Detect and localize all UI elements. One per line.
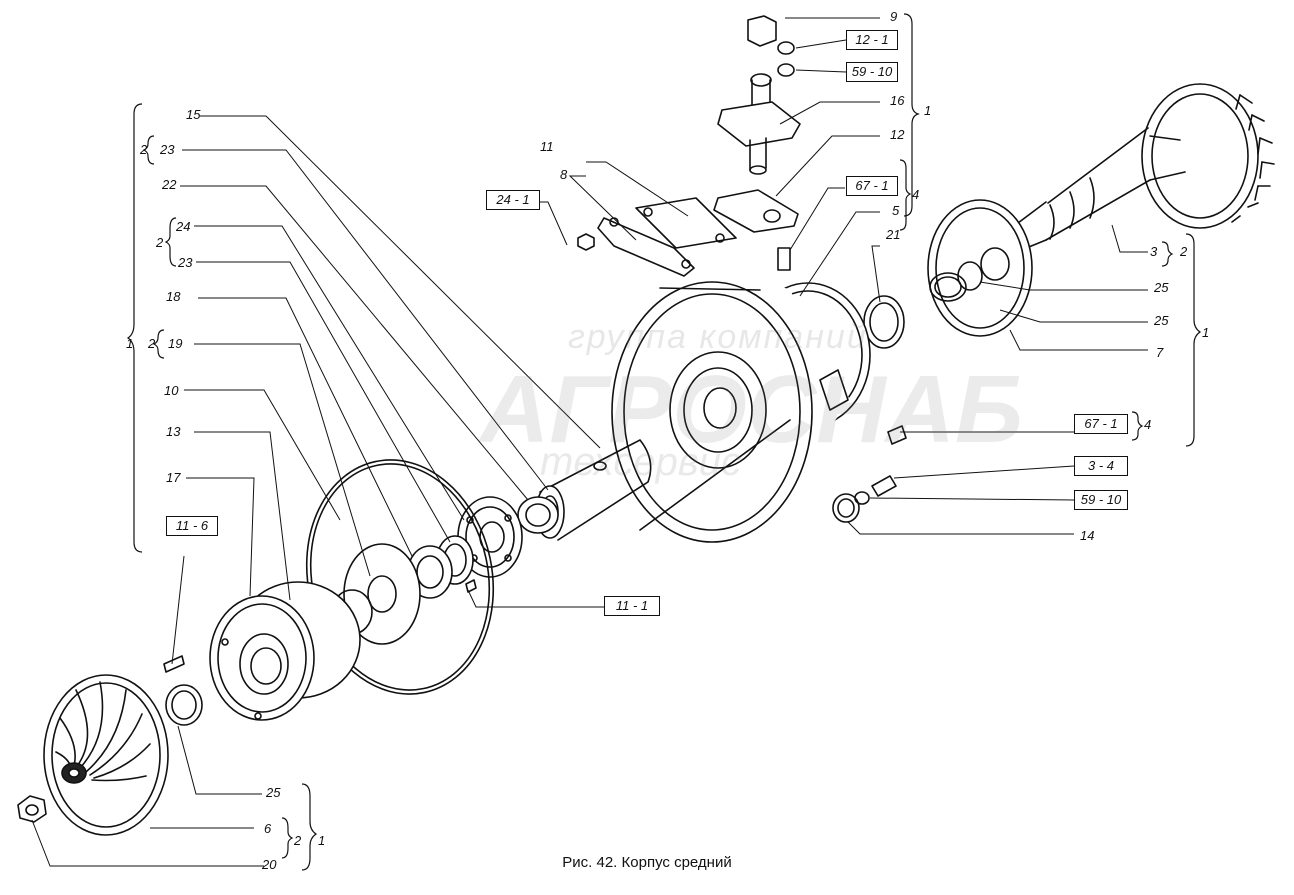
brace-4-right — [1131, 411, 1144, 441]
label-10: 10 — [164, 383, 179, 398]
brace-1-left — [126, 103, 143, 553]
label-5: 5 — [892, 203, 900, 218]
label-23b: 23 — [178, 255, 193, 270]
label-23a: 23 — [160, 142, 175, 157]
brace-2-bottom — [281, 817, 294, 859]
middle-housing — [611, 277, 871, 543]
brace-2-24 — [164, 217, 177, 267]
ref-box-67-1-right: 67 - 1 — [1074, 414, 1128, 434]
nut-24-1 — [577, 233, 595, 251]
stud-67-1-right — [887, 425, 907, 445]
label-12: 12 — [890, 127, 905, 142]
ring-14 — [832, 493, 860, 523]
ring-25-bottom — [165, 684, 203, 726]
brace-1-bottom — [301, 783, 318, 871]
label-1-bottom: 1 — [318, 833, 326, 848]
oil-fitting — [717, 15, 801, 175]
label-3: 3 — [1150, 244, 1158, 259]
compressor-cover — [209, 581, 361, 721]
stud-67-1 — [777, 247, 791, 271]
label-14: 14 — [1080, 528, 1095, 543]
ring-22 — [517, 496, 559, 534]
label-6: 6 — [264, 821, 272, 836]
label-2-19: 2 — [148, 336, 156, 351]
label-25a: 25 — [1154, 280, 1169, 295]
bolt-small — [163, 655, 185, 673]
label-7: 7 — [1156, 345, 1164, 360]
label-18: 18 — [166, 289, 181, 304]
label-1-left: 1 — [126, 336, 134, 351]
watermark-line1: группа компаний — [568, 318, 868, 356]
ref-box-12-1: 12 - 1 — [846, 30, 898, 50]
label-24: 24 — [176, 219, 191, 234]
ref-box-67-1-top: 67 - 1 — [846, 176, 898, 196]
label-4-right: 4 — [1144, 417, 1152, 432]
watermark-line3: техсервис — [540, 440, 741, 484]
compressor-wheel — [43, 674, 169, 836]
label-25b: 25 — [1154, 313, 1169, 328]
label-2-bottom: 2 — [294, 833, 302, 848]
label-11: 11 — [540, 139, 554, 154]
bolt-3-4 — [871, 475, 897, 497]
ring-21 — [863, 295, 905, 349]
label-1-top: 1 — [924, 103, 932, 118]
label-2-24: 2 — [156, 235, 164, 250]
bush-19 — [331, 543, 421, 645]
ref-box-11-6: 11 - 6 — [166, 516, 218, 536]
turbine-wheel-shaft — [985, 83, 1275, 265]
gasket-12 — [713, 189, 799, 233]
ref-box-59-10-right: 59 - 10 — [1074, 490, 1128, 510]
label-2-23: 2 — [140, 142, 148, 157]
label-13: 13 — [166, 424, 181, 439]
label-2-3: 2 — [1180, 244, 1188, 259]
ref-box-11-1: 11 - 1 — [604, 596, 660, 616]
brace-2-19 — [152, 329, 165, 359]
braces — [126, 13, 1202, 871]
ref-box-59-10-top: 59 - 10 — [846, 62, 898, 82]
screw-11-1 — [465, 579, 477, 593]
ref-box-24-1: 24 - 1 — [486, 190, 540, 210]
label-22: 22 — [162, 177, 177, 192]
label-19: 19 — [168, 336, 183, 351]
back-plate — [927, 199, 1033, 337]
figure-caption: Рис. 42. Корпус средний — [562, 854, 732, 871]
brace-1-right — [1185, 233, 1202, 447]
label-4-top: 4 — [912, 187, 920, 202]
watermark-line2: АГРОСНАБ — [480, 356, 1023, 463]
label-9: 9 — [890, 9, 898, 24]
brace-2-23 — [142, 135, 155, 165]
label-21: 21 — [886, 227, 901, 242]
plate-11 — [635, 197, 737, 249]
label-8: 8 — [560, 167, 568, 182]
leader-lines — [31, 17, 1148, 867]
label-15: 15 — [186, 107, 201, 122]
ref-box-3-4: 3 - 4 — [1074, 456, 1128, 476]
label-25c: 25 — [266, 785, 281, 800]
label-17: 17 — [166, 470, 181, 485]
label-16: 16 — [890, 93, 905, 108]
brace-3 — [1161, 241, 1174, 267]
label-20: 20 — [262, 857, 277, 872]
nut-20 — [17, 795, 47, 823]
label-1-right: 1 — [1202, 325, 1210, 340]
